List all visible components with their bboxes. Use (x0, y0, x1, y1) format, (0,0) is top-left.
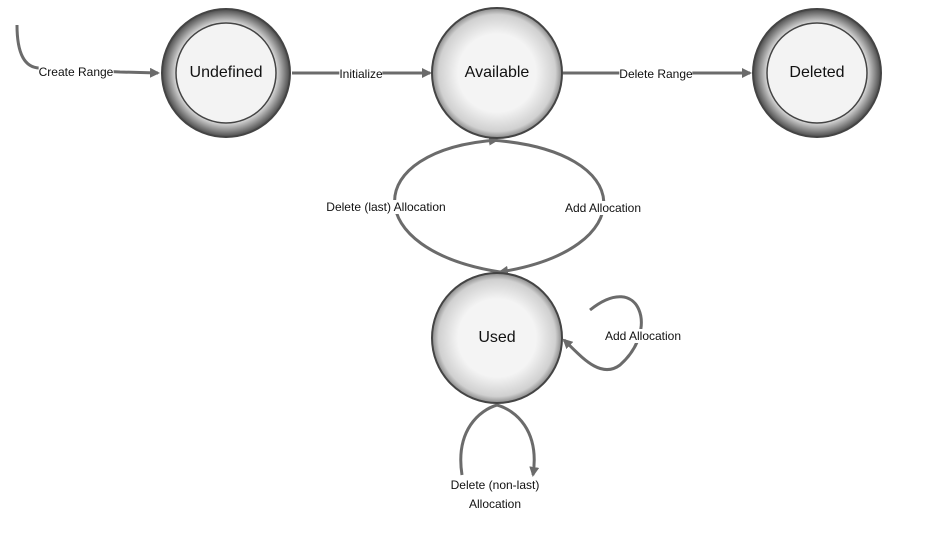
state-label-used: Used (478, 329, 516, 346)
label-delete-non-last-line2: Allocation (468, 497, 522, 511)
state-label-available: Available (464, 64, 530, 81)
state-available[interactable] (431, 7, 563, 139)
label-initialize: Initialize (339, 67, 383, 81)
label-used-add-allocation: Add Allocation (604, 329, 682, 343)
state-label-undefined: Undefined (189, 64, 263, 81)
edge-delete-non-last (459, 403, 540, 477)
label-delete-non-last-line1: Delete (non-last) (450, 478, 540, 492)
state-undefined[interactable] (161, 8, 291, 138)
label-delete-last-allocation: Delete (last) Allocation (326, 200, 446, 214)
state-label-deleted: Deleted (789, 64, 845, 81)
label-create-range: Create Range (38, 65, 114, 79)
label-delete-range: Delete Range (619, 67, 693, 81)
state-deleted[interactable] (752, 8, 882, 138)
label-add-allocation: Add Allocation (564, 201, 642, 215)
edge-used-add-allocation (562, 295, 643, 372)
state-used[interactable] (431, 272, 563, 404)
